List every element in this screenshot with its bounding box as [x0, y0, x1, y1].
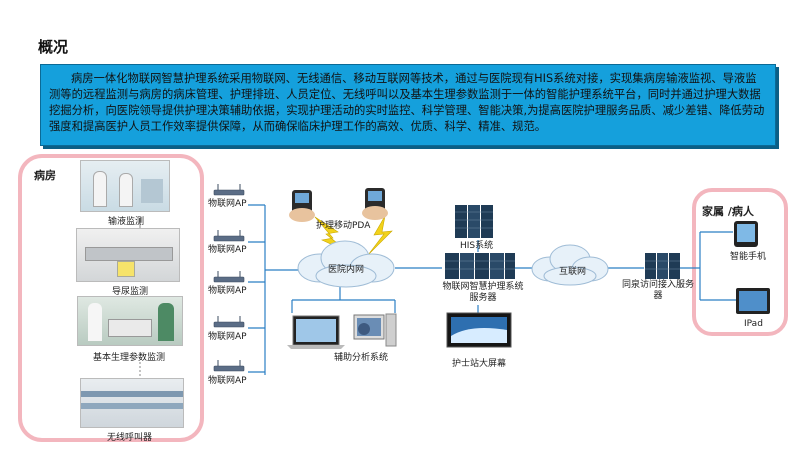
internet-label: 互联网 [559, 267, 587, 277]
vital-signs-photo [77, 296, 183, 346]
iot-server-label: 物联网智慧护理系统服务器 [442, 282, 524, 303]
tongquan-server-label: 同泉访问接入服务器 [621, 280, 694, 301]
nurse-screen-label: 护士站大屏幕 [452, 359, 507, 369]
his-label: HIS系统 [460, 241, 494, 251]
analysis-label: 辅助分析系统 [334, 353, 389, 363]
device-phone-label: 智能手机 [730, 252, 767, 262]
ap-label-3: 物联网AP [208, 286, 247, 296]
ap-label-1: 物联网AP [208, 199, 247, 209]
ward-item-vitals: 基本生理参数监测 [93, 353, 166, 363]
catheter-photo [76, 228, 180, 282]
ap-label-5: 物联网AP [208, 376, 247, 386]
page-title: 概况 [38, 38, 69, 56]
family-title: 家属 /病人 [702, 205, 754, 218]
ward-item-infusion: 输液监测 [108, 217, 145, 227]
device-ipad-label: IPad [744, 319, 763, 329]
summary-box: 病房一体化物联网智慧护理系统采用物联网、无线通信、移动互联网等技术，通过与医院现… [40, 64, 776, 146]
pda-label: 护理移动PDA [316, 221, 371, 231]
wireless-call-photo [80, 378, 184, 428]
ap-label-4: 物联网AP [208, 332, 247, 342]
ap-label-2: 物联网AP [208, 245, 247, 255]
infusion-photo [80, 160, 170, 212]
ward-item-wireless-call: 无线呼叫器 [107, 433, 153, 443]
ward-item-catheter: 导尿监测 [112, 287, 149, 297]
hospital-net-label: 医院内网 [328, 265, 365, 275]
ward-title: 病房 [34, 169, 56, 182]
